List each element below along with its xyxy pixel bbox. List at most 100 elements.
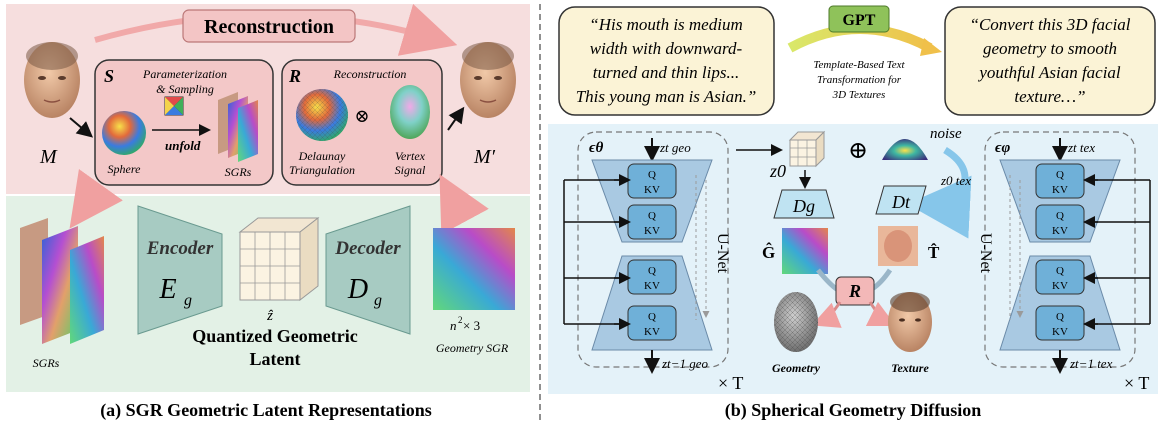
g-hat-image [782, 228, 828, 274]
svg-text:Q: Q [648, 311, 656, 323]
mesh-m-prime-label: M′ [473, 146, 496, 168]
svg-text:Q: Q [1056, 169, 1064, 181]
textured-head [888, 292, 932, 352]
gpt-label: GPT [843, 12, 876, 29]
times-t-left: × T [718, 373, 743, 393]
unet-left-label: U-Net [714, 233, 731, 274]
prompt-left-line2: width with downward- [590, 39, 743, 58]
encoder-symbol: E [158, 274, 176, 305]
svg-text:KV: KV [644, 184, 660, 196]
svg-text:Q: Q [1056, 210, 1064, 222]
r-letter: R [288, 66, 301, 86]
input-head-image [24, 42, 80, 118]
template-line2: Transformation for [817, 74, 902, 86]
eps-theta-label: ϵθ [589, 140, 603, 156]
prompt-left-line3: turned and thin lips... [593, 63, 739, 82]
geometry-sgr-label: Geometry SGR [436, 341, 509, 355]
skip-connections-right [1009, 175, 1020, 320]
svg-text:Q: Q [1056, 311, 1064, 323]
arrow-decoder-to-r [439, 174, 489, 235]
latent-title-line2: Latent [250, 349, 301, 369]
decoder-symbol: D [347, 274, 368, 305]
prompt-right-line4: texture…” [1014, 87, 1085, 106]
vertex-line1: Vertex [395, 149, 426, 163]
param-line1: Parameterization [142, 67, 227, 81]
prompt-left-line1: “His mouth is medium [589, 15, 742, 34]
r-label-b: R [848, 281, 861, 301]
dg-label: Dg [792, 196, 815, 216]
sphere-label: Sphere [108, 162, 142, 176]
z-tm1-tex-label: zt−1 tex [1069, 356, 1113, 371]
vertex-signal-head-icon [390, 85, 430, 139]
output-head-image [460, 42, 516, 118]
param-line2: & Sampling [156, 82, 214, 96]
svg-text:KV: KV [644, 326, 660, 338]
unfold-octahedron-icon [164, 96, 184, 116]
svg-text:Q: Q [648, 265, 656, 277]
svg-text:KV: KV [644, 280, 660, 292]
svg-text:KV: KV [1052, 280, 1068, 292]
g-hat-label: Ĝ [762, 242, 775, 262]
latent-grid-cube [238, 216, 320, 302]
decoder-sub: g [374, 292, 382, 309]
delaunay-line2: Triangulation [289, 163, 355, 177]
qkv-block-right-2: Q KV [1035, 204, 1085, 240]
delaunay-line1: Delaunay [298, 149, 346, 163]
eps-phi-label: ϵφ [995, 140, 1010, 156]
gpt-badge [828, 5, 890, 33]
prompt-left-line4: This young man is Asian.” [576, 87, 757, 106]
mesh-m-label: M [39, 146, 58, 168]
geometry-mesh-head [774, 292, 818, 352]
sgrs-stack-small [218, 92, 258, 162]
z-tm1-geo-label: zt−1 geo [661, 356, 708, 371]
svg-text:KV: KV [1052, 184, 1068, 196]
qkv-block-right-3: Q KV [1035, 259, 1085, 295]
dt-decoder-block [875, 185, 927, 215]
sphere-icon [102, 111, 146, 155]
noise-to-dt-arrow [907, 146, 972, 239]
dt-label: Dt [891, 192, 911, 212]
qkv-block-left-2: Q KV [627, 204, 677, 240]
unet-left-dashed-box [577, 131, 729, 368]
svg-text:Q: Q [1056, 265, 1064, 277]
caption-b: (b) Spherical Geometry Diffusion [725, 400, 981, 421]
z-t-tex-label: zt tex [1067, 140, 1095, 155]
text-condition-lines-left [563, 179, 626, 325]
svg-text:Q: Q [648, 169, 656, 181]
z-t-geo-label: zt geo [659, 140, 691, 155]
sgrs-bottom-label: SGRs [33, 356, 60, 370]
r-reconstruction-label: Reconstruction [333, 67, 407, 81]
s-letter: S [104, 66, 114, 86]
encoder-title: Encoder [146, 238, 214, 259]
prompt-right-box [944, 6, 1156, 116]
oplus-symbol: ⊕ [848, 138, 868, 164]
geometry-sgr-image [433, 228, 515, 310]
noise-distribution-icon [882, 139, 928, 160]
z0-grid-cube [788, 130, 826, 168]
latent-title-line1: Quantized Geometric [192, 326, 357, 346]
prompt-right-line3: youthful Asian facial [977, 63, 1121, 82]
n2x3-exp: 2 [458, 315, 463, 325]
n2x3-base: n [450, 318, 457, 333]
t-hat-label: T̂ [928, 243, 940, 262]
qkv-block-right-4: Q KV [1035, 305, 1085, 341]
vertex-line2: Signal [395, 163, 426, 177]
prompt-right-line1: “Convert this 3D facial [969, 15, 1130, 34]
template-line1: Template-Based Text [813, 59, 905, 71]
decoder-trapezoid [325, 205, 411, 335]
sgrs-stack-large [20, 218, 104, 344]
texture-label: Texture [891, 361, 929, 375]
noise-label: noise [930, 126, 962, 142]
reconstruction-banner [182, 9, 356, 43]
text-condition-lines-right [1086, 179, 1151, 325]
geometry-label: Geometry [772, 361, 821, 375]
decoder-title: Decoder [334, 238, 401, 259]
z0-label: z0 [769, 161, 786, 181]
svg-text:KV: KV [1052, 225, 1068, 237]
caption-a: (a) SGR Geometric Latent Representations [100, 400, 432, 421]
qkv-block-left-1: Q KV [627, 163, 677, 199]
latent-z-hat: ẑ [266, 308, 273, 324]
unet-right-dashed-box [984, 131, 1136, 368]
unfold-label: unfold [165, 138, 201, 153]
